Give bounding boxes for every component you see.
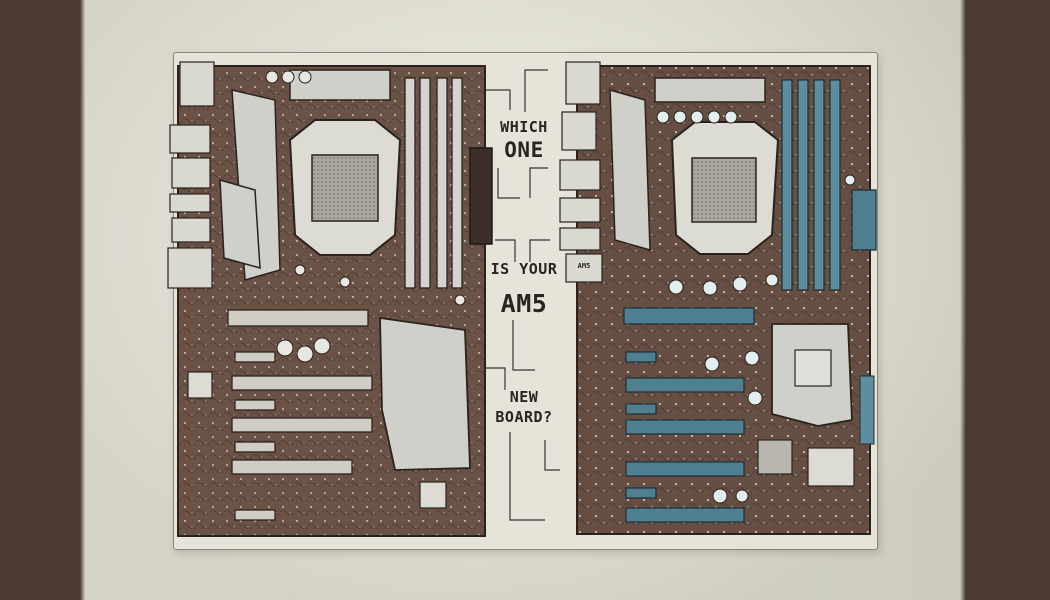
right-pcie-slots <box>623 307 755 523</box>
connector-lines <box>485 69 560 521</box>
right-cpu-socket <box>670 121 780 255</box>
caption-line-4: AM5 <box>500 289 548 318</box>
right-io-ports <box>559 61 603 283</box>
right-small-chip <box>757 439 793 475</box>
caption-line-3: IS YOUR <box>490 260 558 278</box>
right-chip-marking-bottom <box>812 460 850 474</box>
caption-line-6: BOARD? <box>495 408 553 426</box>
caption-line-5: NEW <box>509 388 539 406</box>
left-io-ports <box>167 61 215 289</box>
left-cpu-socket <box>288 119 402 256</box>
left-small-chip <box>419 481 447 509</box>
right-ram-slots <box>781 79 841 291</box>
left-capacitors <box>265 70 466 363</box>
right-atx-connector <box>851 189 877 251</box>
right-motherboard <box>559 61 877 535</box>
left-chipset-heatsink <box>379 316 471 471</box>
left-ram-slots <box>404 77 463 289</box>
caption-line-2: ONE <box>504 138 544 162</box>
right-vrm-heatsinks <box>609 77 766 252</box>
right-chip-marking-top: AM5 <box>577 262 591 270</box>
caption-line-1: WHICH <box>500 118 548 136</box>
left-pcie-slots <box>227 309 373 521</box>
left-atx-connector <box>469 147 493 245</box>
left-motherboard <box>167 61 493 537</box>
right-capacitors <box>656 110 856 504</box>
left-vrm-heatsinks <box>219 69 391 281</box>
